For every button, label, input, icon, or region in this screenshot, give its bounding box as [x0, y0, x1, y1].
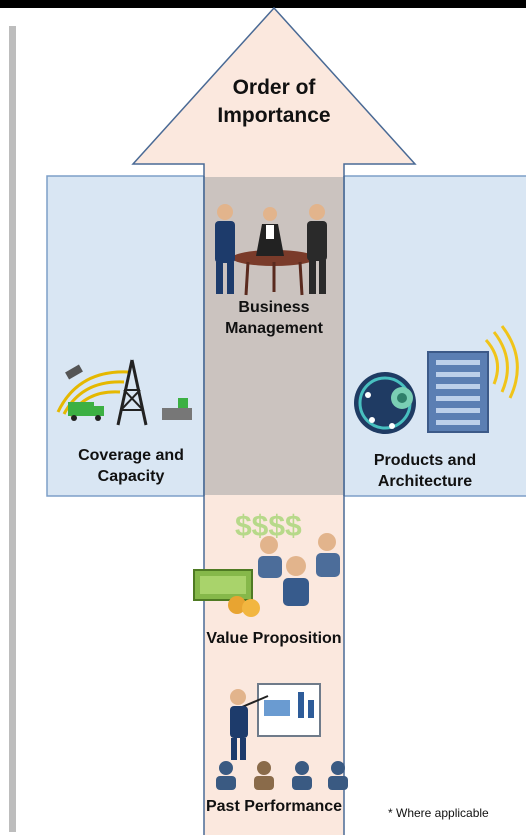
network-globe-icon	[354, 372, 416, 434]
past-performance-label: Past Performance	[205, 798, 343, 815]
top-border	[0, 0, 526, 8]
coverage-capacity-line-2: Capacity	[97, 467, 165, 485]
wifi-signal-icon	[484, 325, 519, 399]
cell-tower-icon	[116, 359, 148, 426]
title-line-2: Importance	[217, 104, 331, 128]
coverage-capacity-label: Coverage and Capacity	[56, 446, 206, 488]
presenter-icon	[230, 683, 321, 760]
title-line-1: Order of	[232, 76, 316, 99]
small-building-icon	[162, 398, 192, 420]
business-meeting-icon	[215, 204, 327, 296]
value-proposition-label: Value Proposition	[206, 630, 342, 647]
business-management-label: Business Management	[199, 298, 349, 340]
building-icon	[427, 351, 489, 433]
products-architecture-line-2: Architecture	[377, 472, 473, 490]
left-rule	[9, 26, 16, 832]
business-management-line-2: Management	[225, 319, 323, 337]
coverage-capacity-line-1: Coverage and	[78, 447, 184, 464]
coins-icon	[228, 596, 260, 617]
footnote: * Where applicable	[388, 806, 489, 820]
products-architecture-line-1: Products and	[373, 452, 477, 469]
truck-icon	[68, 402, 104, 421]
business-management-line-1: Business	[238, 299, 310, 316]
diagram-title: Order of Importance	[204, 74, 344, 131]
products-architecture-label: Products and Architecture	[350, 451, 500, 493]
team-icon	[258, 533, 340, 606]
audience-icon	[216, 761, 348, 790]
